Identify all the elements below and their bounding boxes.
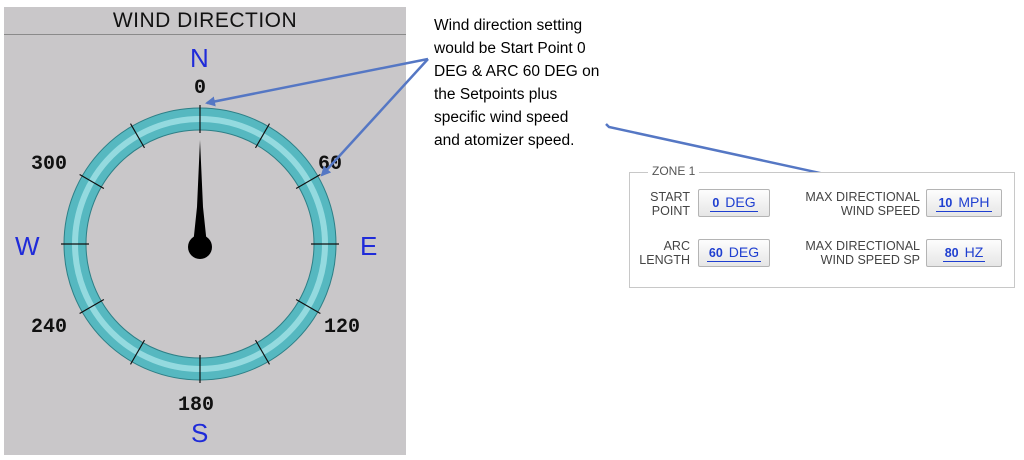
compass-tick: [79, 298, 105, 315]
arrow-to-zero-deg: [205, 57, 429, 107]
annotation-line: DEG & ARC 60 DEG on: [434, 63, 600, 80]
degree-label-240: 240: [31, 316, 68, 339]
annotation-line: Wind direction setting: [434, 17, 583, 34]
max-wind-speed-unit: MPH: [958, 193, 990, 210]
arc-length-unit: DEG: [728, 243, 760, 260]
compass-tick: [79, 173, 105, 190]
start-point-unit: DEG: [725, 193, 756, 210]
start-point-field[interactable]: 0 DEG: [698, 189, 770, 217]
degree-label-120: 120: [324, 316, 361, 339]
west-label: W: [15, 231, 40, 261]
max-wind-speed-sp-value: 80: [944, 245, 959, 260]
compass-dial: [61, 105, 339, 383]
zone-legend: ZONE 1: [648, 164, 700, 178]
north-label: N: [190, 43, 209, 73]
south-label: S: [191, 418, 209, 448]
start-point-value: 0: [712, 195, 720, 210]
annotation-line: and atomizer speed.: [434, 132, 575, 149]
max-wind-speed-field[interactable]: 10 MPH: [926, 189, 1002, 217]
compass-tick: [129, 339, 146, 365]
needle-hub: [188, 235, 212, 259]
annotation-text: Wind direction setting would be Start Po…: [434, 14, 634, 152]
degree-label-0: 0: [194, 77, 207, 100]
degree-label-300: 300: [31, 153, 68, 176]
wind-needle: [193, 140, 207, 245]
compass-tick: [254, 123, 271, 149]
degree-label-180: 180: [178, 394, 215, 417]
wind-direction-panel: WIND DIRECTION N S E W 0 60 120 180 240 …: [4, 7, 406, 455]
arrow-to-sixty-deg: [320, 58, 429, 177]
compass-ticks: [61, 105, 339, 383]
arc-length-field[interactable]: 60 DEG: [698, 239, 770, 267]
max-wind-speed-sp-field[interactable]: 80 HZ: [926, 239, 1002, 267]
compass-tick: [295, 173, 321, 190]
annotation-line: would be Start Point 0: [434, 40, 586, 57]
east-label: E: [360, 231, 378, 261]
compass-tick: [295, 298, 321, 315]
max-wind-speed-value: 10: [938, 195, 953, 210]
compass-tick: [254, 339, 271, 365]
panel-title: WIND DIRECTION: [4, 7, 406, 35]
compass-tick: [129, 123, 146, 149]
annotation-line: the Setpoints plus: [434, 86, 558, 103]
arc-length-value: 60: [708, 245, 723, 260]
max-wind-speed-sp-unit: HZ: [964, 243, 984, 260]
annotation-line: specific wind speed: [434, 109, 569, 126]
